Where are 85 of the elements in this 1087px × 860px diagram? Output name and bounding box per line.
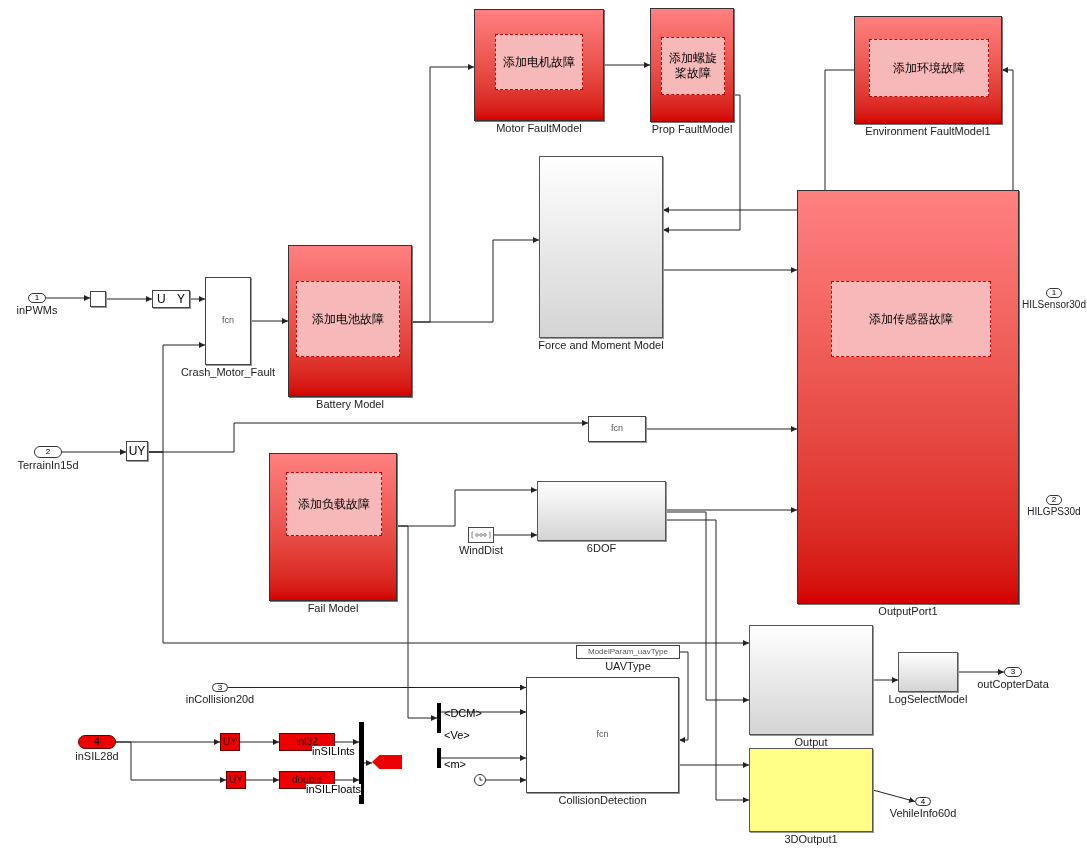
block-name: 6DOF [586, 542, 617, 556]
block-text: fcn [611, 423, 623, 435]
edge-label: inSILInts [312, 746, 355, 757]
block-name: inPWMs [16, 304, 58, 318]
block-name: UAVType [605, 660, 651, 674]
block-text: 添加环境故障 [892, 60, 966, 76]
block-text: 2 [1051, 495, 1057, 505]
signal-line [115, 741, 227, 783]
block-name: Battery Model [316, 398, 384, 412]
signal-line [493, 532, 538, 538]
signal-line [245, 777, 280, 783]
block-name: outCopterData [977, 678, 1049, 692]
block-text: 2 [45, 447, 51, 457]
signal-line [147, 451, 750, 646]
block-text: 4 [920, 796, 926, 807]
signal-line [678, 762, 750, 768]
block-text: fcn [596, 729, 609, 741]
signal-line [645, 426, 798, 432]
signal-line [872, 789, 916, 803]
block-name: Output [794, 736, 828, 750]
signal-line [334, 777, 360, 783]
block-text: Y [177, 291, 185, 307]
signal-line [239, 739, 280, 745]
block-name: LogSelectModel [888, 693, 968, 707]
signal-line [872, 677, 899, 683]
block-text: int32 [296, 735, 318, 747]
block-text: 添加螺旋桨故障 [668, 51, 718, 81]
signal-line [662, 267, 798, 273]
signal-label: <DCM> [444, 707, 482, 719]
block-name: inCollision20d [185, 693, 255, 707]
block-text: ModelParam_uavType [587, 647, 668, 657]
block-name: inSIL28d [75, 750, 119, 764]
block-text: UY [229, 773, 243, 787]
block-text: 添加传感器故障 [868, 311, 954, 327]
signal-label: <m> [444, 758, 466, 770]
block-name: HILSensor30d [1022, 299, 1086, 312]
block-name: WindDist [459, 544, 503, 558]
signal-line [665, 511, 750, 703]
signal-line [105, 296, 153, 302]
signal-line [411, 237, 540, 323]
block-text: fcn [222, 315, 234, 327]
block-name: 3DOutput1 [784, 833, 838, 847]
block-name: OutputPort1 [878, 605, 938, 619]
block-name: Fail Model [307, 602, 359, 616]
signal-line [665, 519, 750, 803]
block-text: 4 [94, 735, 100, 749]
signal-line [662, 94, 741, 233]
block-name: HILGPS30d [1027, 506, 1081, 519]
signal-label: <Ve> [444, 729, 471, 741]
block-name: Motor FaultModel [496, 122, 582, 136]
signal-line [665, 507, 798, 513]
signal-line [485, 777, 527, 783]
signal-line [440, 755, 527, 761]
block-text: U [157, 291, 166, 307]
block-text: 添加电池故障 [311, 311, 385, 327]
block-text: 1 [34, 293, 40, 303]
block-name: TerrainIn15d [17, 459, 79, 473]
signal-line [334, 739, 360, 745]
block-text: UY [128, 443, 146, 459]
edge-label: inSILFloats [306, 784, 362, 795]
block-text: 添加电机故障 [502, 54, 576, 70]
signal-line [1001, 67, 1014, 191]
block-name: Crash_Motor_Fault [180, 366, 276, 380]
block-text: 3 [217, 682, 223, 693]
block-text: double [292, 773, 322, 785]
block-name: Force and Moment Model [538, 339, 664, 353]
signal-line [396, 525, 438, 721]
block-name: VehileInfo60d [889, 807, 957, 821]
block-name: Environment FaultModel1 [865, 125, 991, 139]
block-name: CollisionDetection [558, 794, 647, 808]
signal-line [957, 669, 1005, 675]
signal-line [250, 318, 289, 324]
block-text: 添加负载故障 [297, 496, 371, 512]
signal-line [363, 760, 373, 766]
block-text: 3 [1010, 667, 1016, 677]
signal-line [440, 709, 527, 715]
signal-line [61, 449, 127, 455]
signal-line [603, 62, 651, 68]
signal-line [678, 651, 689, 743]
signal-line [189, 296, 206, 302]
block-text: 1 [1051, 288, 1057, 298]
block-text: UY [223, 735, 237, 749]
signal-line [227, 684, 527, 691]
signal-line [45, 295, 91, 301]
block-name: Prop FaultModel [651, 123, 733, 137]
